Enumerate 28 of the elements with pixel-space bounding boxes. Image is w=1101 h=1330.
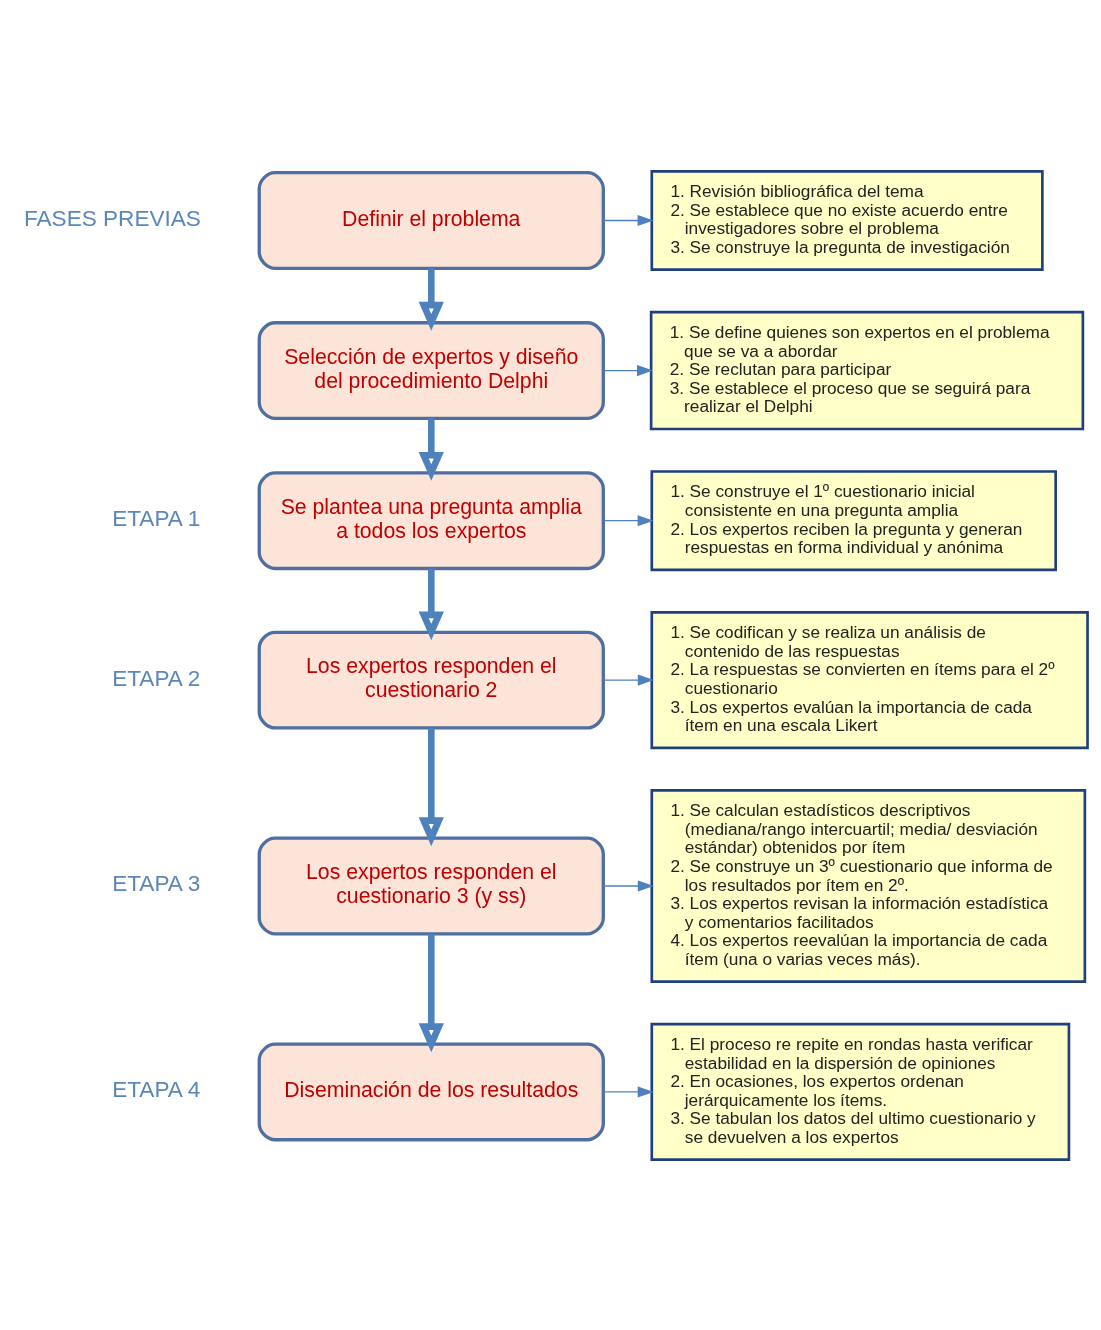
node-box: Los expertos responden el cuestionario 3 (y ss) (257, 836, 605, 935)
node-box: Selección de expertos y diseño del procedimiento Delphi (257, 320, 605, 420)
label: ETAPA 4 (112, 1076, 201, 1102)
node-box: Diseminación de los resultados (257, 1041, 605, 1141)
node-box: 1. El proceso re repite en rondas hasta verificar estabilidad en la dispersión de opiniones 2. En ocasiones, los expertos ordenan jerárquicamente los ítems. 3. Se tabulan los datos del ultimo cuestionario y se devuelven a los expertos (650, 1022, 1071, 1161)
node-box: 1. Revisión bibliográfica del tema 2. Se establece que no existe acuerdo entre investigadores sobre el problema 3. Se construye la pregunta de investigación (650, 169, 1044, 271)
label: FASES PREVIAS (23, 205, 201, 231)
node-box: 1. Se define quienes son expertos en el problema que se va a abordar 2. Se reclutan para participar 3. Se establece el proceso que se seguirá para realizar el Delphi (649, 310, 1085, 430)
arrow (602, 1085, 654, 1097)
arrow (418, 418, 444, 481)
arrow (602, 364, 653, 376)
arrow (418, 568, 444, 640)
arrow (418, 933, 444, 1052)
node-box: Se plantea una pregunta amplia a todos los expertos (257, 470, 605, 570)
node-box: Definir el problema (257, 170, 605, 270)
label: ETAPA 1 (112, 505, 201, 531)
arrow (602, 674, 654, 686)
node-box: 1. Se codifican y se realiza un análisis de contenido de las respuestas 2. La respuestas se convierten en ítems para el 2º cuestionario 3. Los expertos evalúan la importancia de cada ítem en una escala Likert (650, 610, 1089, 749)
arrow (418, 267, 444, 331)
arrow (418, 727, 444, 846)
node-box: 1. Se construye el 1º cuestionario inicial consistente en una pregunta amplia 2. Los expertos reciben la pregunta y generan respuestas en forma individual y anónima (650, 469, 1057, 571)
arrow (603, 514, 654, 526)
arrow (603, 879, 654, 892)
label: ETAPA 2 (112, 665, 201, 691)
node-box: Los expertos responden el cuestionario 2 (257, 630, 605, 730)
label: ETAPA 3 (112, 870, 201, 896)
arrow (602, 214, 654, 226)
node-box: 1. Se calculan estadísticos descriptivos (mediana/rango intercuartil; media/ desviación estándar) obtenidos por ítem 2. Se construye un 3º cuestionario que informa de los resultados por ítem en 2º. 3. Los expertos revisan la información estadística y comentarios facilitados 4. Los expertos reevalúan la importancia de cada ítem (una o varias veces más). (650, 788, 1087, 983)
